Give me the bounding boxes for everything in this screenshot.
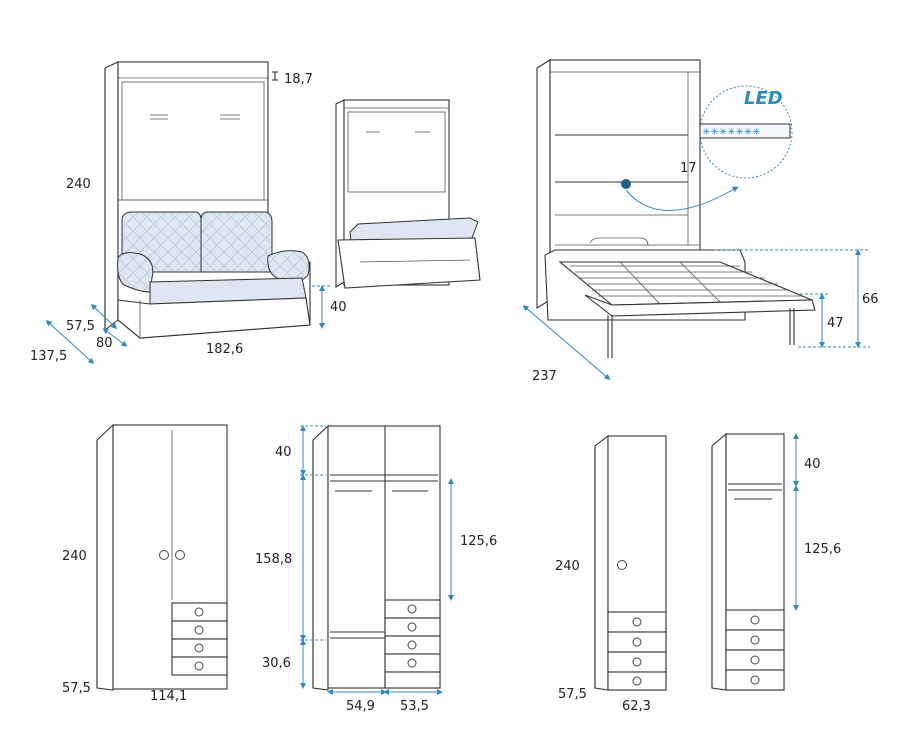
sofa-top-gap-label: 18,7 — [284, 72, 313, 87]
led-label: LED — [744, 88, 783, 109]
single-wardrobe-width-label: 62,3 — [622, 699, 651, 714]
bed-length-label: 237 — [532, 369, 557, 384]
double-wardrobe-height-label: 240 — [62, 549, 87, 564]
frame-height-label: 66 — [862, 292, 879, 307]
double-wardrobe-closed: 240 57,5 114,1 — [62, 423, 228, 704]
double-wardrobe-depth-label: 57,5 — [62, 681, 91, 696]
double-top-section-label: 40 — [275, 445, 292, 460]
single-hanging-height-label: 125,6 — [804, 542, 841, 557]
door-knob-left — [159, 550, 169, 560]
single-wardrobe-height-label: 240 — [555, 559, 580, 574]
open-wall-bed-unit: 17 LED ✳✳✳✳✳✳✳ 66 47 — [522, 59, 879, 384]
sofa-bed-unit: 18,7 240 40 57,5 80 137,5 182,6 — [30, 61, 347, 365]
door-knob-right — [175, 550, 185, 560]
sofa-armrest-right — [267, 250, 310, 283]
sofa-height-label: 240 — [66, 177, 91, 192]
shelf-gap-label: 17 — [680, 161, 697, 176]
sofa-backrest-right — [200, 211, 273, 273]
double-bottom-section-label: 30,6 — [262, 656, 291, 671]
single-top-section-label: 40 — [804, 457, 821, 472]
sofa-depth-outer-label: 57,5 — [66, 319, 95, 334]
single-wardrobe-open: 40 125,6 — [711, 432, 841, 691]
double-middle-section-label: 158,8 — [255, 552, 292, 567]
sofa-seat-height-label: 40 — [330, 300, 347, 315]
double-hanging-height-label: 125,6 — [460, 534, 497, 549]
single-wardrobe-closed: 240 57,5 62,3 — [555, 434, 667, 714]
sofa-depth-total-label: 137,5 — [30, 349, 67, 364]
led-strip-glyphs: ✳✳✳✳✳✳✳ — [702, 127, 761, 138]
leg-height-label: 47 — [827, 316, 844, 331]
single-wardrobe-depth-label: 57,5 — [558, 687, 587, 702]
double-right-width-label: 53,5 — [400, 699, 429, 714]
double-wardrobe-width-label: 114,1 — [150, 689, 187, 704]
double-wardrobe-open: 40 158,8 30,6 125,6 54,9 53,5 — [255, 424, 497, 714]
door-knob — [617, 560, 627, 570]
sofa-width-label: 182,6 — [206, 342, 243, 357]
bed-slats — [570, 261, 802, 305]
sofa-depth-inner-label: 80 — [96, 336, 113, 351]
compact-bed-unit — [335, 99, 481, 289]
double-left-width-label: 54,9 — [346, 699, 375, 714]
